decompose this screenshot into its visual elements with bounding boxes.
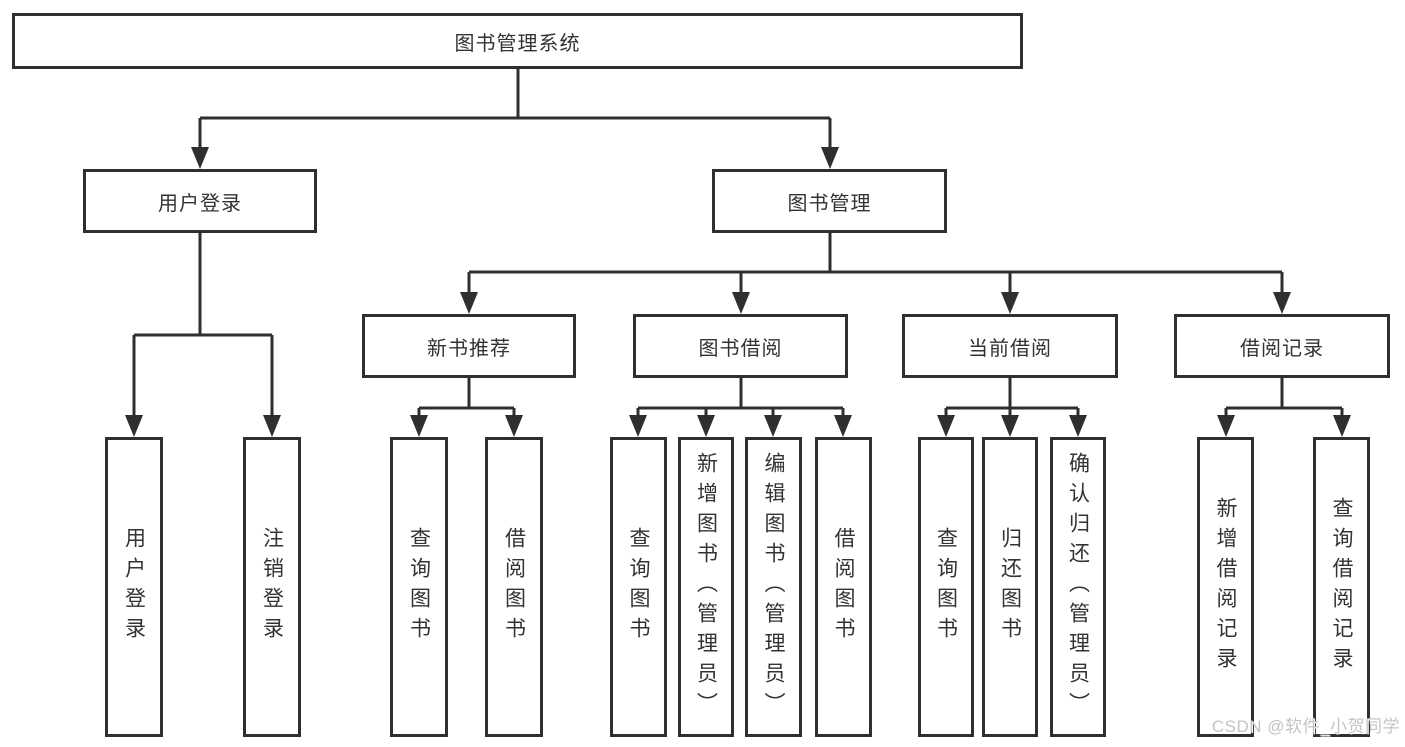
leaf-confirm-return-admin-label: 确认归还（管理员） <box>1066 452 1090 722</box>
leaf-borrow-books: 借阅图书 <box>815 437 872 737</box>
node-borrow-records: 借阅记录 <box>1174 314 1390 378</box>
leaf-query-borrow-record: 查询借阅记录 <box>1313 437 1370 737</box>
node-book-borrow: 图书借阅 <box>633 314 848 378</box>
leaf-confirm-return-admin: 确认归还（管理员） <box>1050 437 1106 737</box>
leaf-add-borrow-record-label: 新增借阅记录 <box>1214 497 1237 677</box>
leaf-query-books-borrow: 查询图书 <box>610 437 667 737</box>
leaf-query-books-recommend: 查询图书 <box>390 437 448 737</box>
arrowheads <box>125 147 1351 437</box>
node-user-login: 用户登录 <box>83 169 317 233</box>
node-root: 图书管理系统 <box>12 13 1023 69</box>
csdn-watermark: CSDN @软件_小贺同学 <box>1211 717 1400 736</box>
leaf-edit-book-admin-label: 编辑图书（管理员） <box>762 452 785 722</box>
leaf-add-borrow-record: 新增借阅记录 <box>1197 437 1254 737</box>
leaf-add-book-admin-label: 新增图书（管理员） <box>694 452 718 722</box>
leaf-user-login: 用户登录 <box>105 437 163 737</box>
leaf-query-books-current: 查询图书 <box>918 437 974 737</box>
leaf-edit-book-admin: 编辑图书（管理员） <box>745 437 802 737</box>
leaf-return-book-label: 归还图书 <box>998 527 1022 647</box>
leaf-return-book: 归还图书 <box>982 437 1038 737</box>
leaf-query-books-recommend-label: 查询图书 <box>407 527 431 647</box>
leaf-logout-label: 注销登录 <box>260 527 284 647</box>
leaf-query-books-borrow-label: 查询图书 <box>627 527 650 647</box>
leaf-borrow-books-label: 借阅图书 <box>832 527 855 647</box>
leaf-query-borrow-record-label: 查询借阅记录 <box>1330 497 1353 677</box>
leaf-user-login-label: 用户登录 <box>122 527 146 647</box>
leaf-query-books-current-label: 查询图书 <box>934 527 958 647</box>
node-book-management: 图书管理 <box>712 169 947 233</box>
leaf-add-book-admin: 新增图书（管理员） <box>678 437 734 737</box>
node-new-book-recommend: 新书推荐 <box>362 314 576 378</box>
leaf-logout: 注销登录 <box>243 437 301 737</box>
leaf-borrow-books-recommend-label: 借阅图书 <box>502 527 526 647</box>
leaf-borrow-books-recommend: 借阅图书 <box>485 437 543 737</box>
node-current-borrow: 当前借阅 <box>902 314 1118 378</box>
